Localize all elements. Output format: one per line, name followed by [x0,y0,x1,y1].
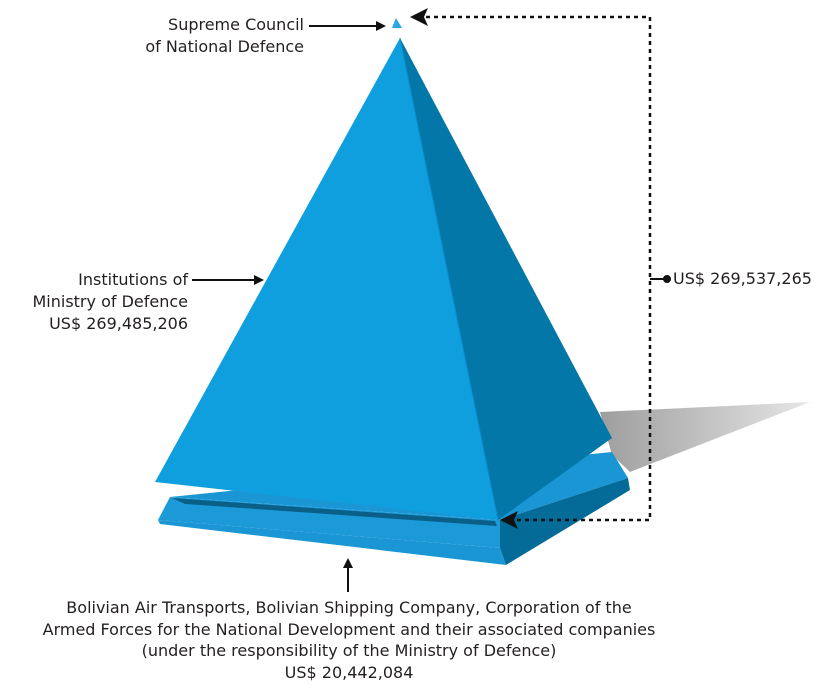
apex-label: Supreme Council of National Defence [120,14,304,58]
pyramid-ridge [399,37,499,521]
pyramid-right-face [400,38,612,520]
total-amount: US$ 269,537,265 [673,269,812,288]
base-label-line3: (under the responsibility of the Ministr… [141,641,557,660]
base-slab-edge [158,497,500,548]
ministry-amount: US$ 269,485,206 [49,314,188,333]
base-slab-right [500,478,630,565]
apex-marker [392,18,402,28]
base-slab-front [158,520,506,565]
total-label: US$ 269,537,265 [673,268,812,290]
pyramid-shadow [600,402,810,472]
bracket-bottom-arrowhead [500,511,518,529]
base-amount: US$ 20,442,084 [284,662,414,682]
total-bracket [418,15,652,522]
bracket-top-arrowhead [410,8,428,26]
apex-label-line1: Supreme Council [168,15,304,34]
base-label-line1: Bolivian Air Transports, Bolivian Shippi… [66,598,632,617]
ministry-label-line2: Ministry of Defence [32,292,188,311]
base-slab-inner [172,498,497,526]
apex-label-line2: of National Defence [145,37,304,56]
ministry-label: Institutions of Ministry of Defence US$ … [20,269,188,335]
total-connector-dot [663,275,671,283]
pyramid-front-face [155,38,498,520]
base-label: Bolivian Air Transports, Bolivian Shippi… [0,597,698,683]
ministry-label-line1: Institutions of [78,270,188,289]
base-label-line2: Armed Forces for the National Developmen… [42,619,656,639]
